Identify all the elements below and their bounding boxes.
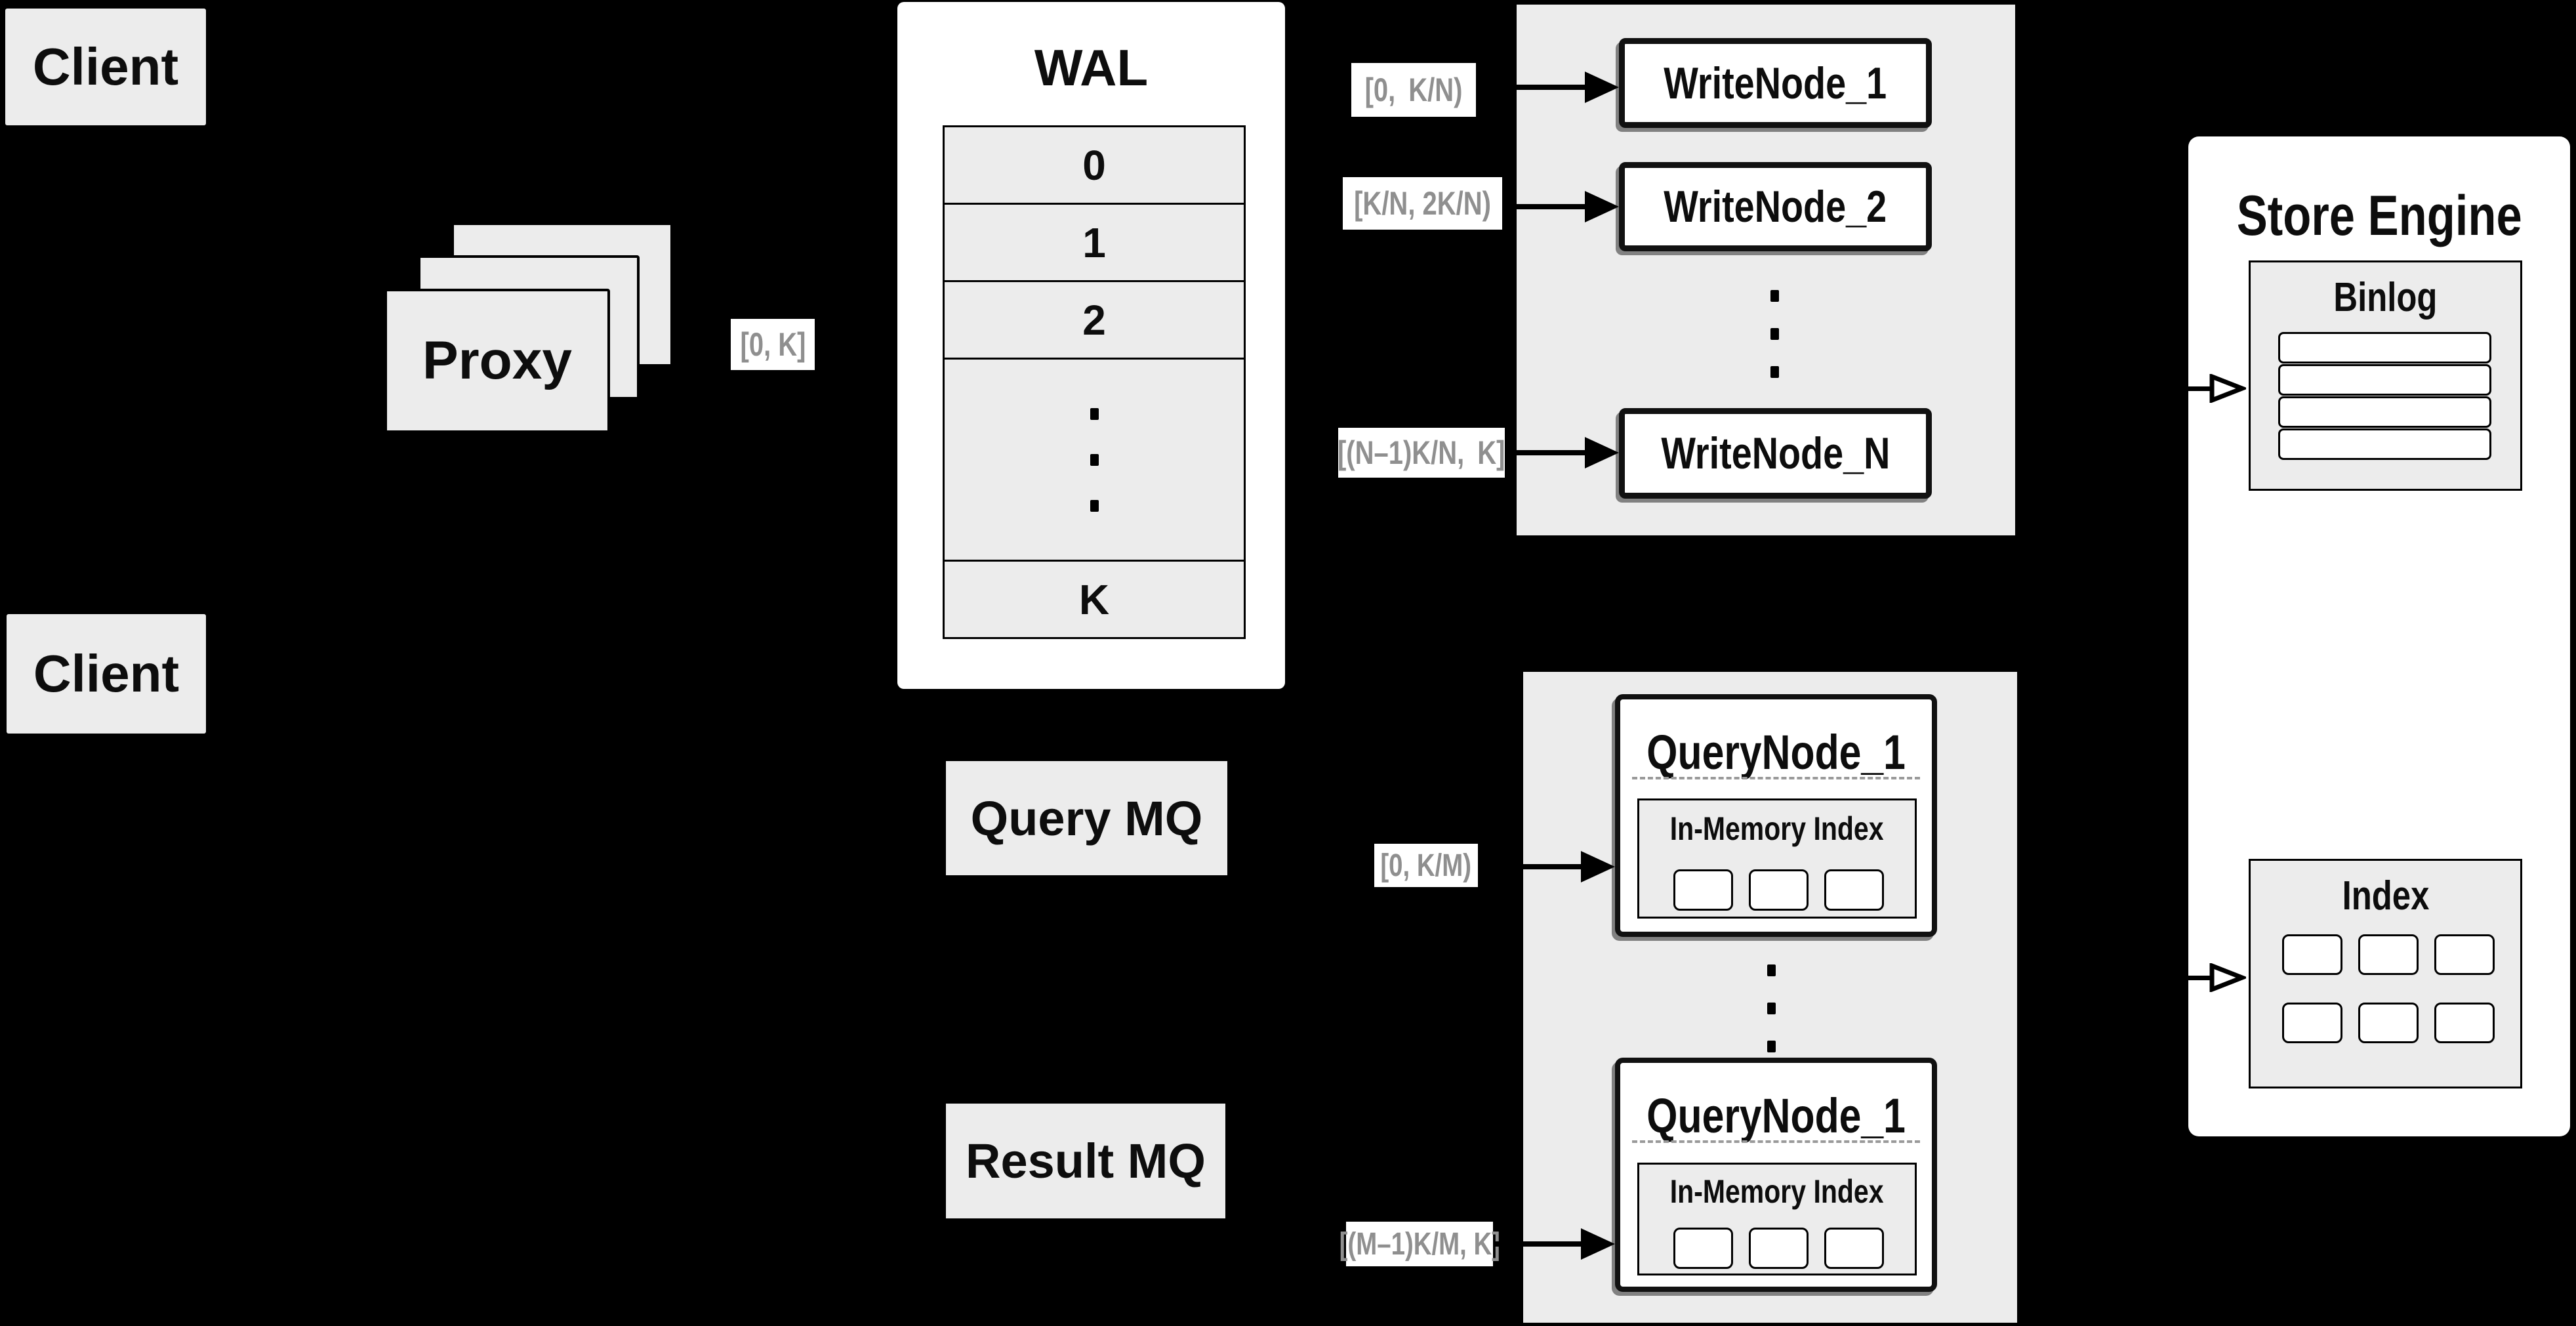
range-chip-write-1-text: [0, K/N) <box>1364 72 1463 108</box>
arrowhead-writenode-n <box>1585 437 1619 468</box>
proxy-box: Proxy <box>384 289 610 433</box>
query-mq-box: Query MQ <box>946 761 1227 875</box>
query-cluster-ellipsis <box>1767 964 1776 1052</box>
binlog-row <box>2278 332 2491 363</box>
arrow-to-writenode-1 <box>1476 85 1587 90</box>
index-cell <box>2358 934 2419 975</box>
range-chip-query-1-text: [0, K/M) <box>1380 848 1472 883</box>
index-box: Index <box>2249 859 2522 1088</box>
range-chip-proxy-wal: [0, K] <box>731 319 815 370</box>
in-memory-index-1-box: In-Memory Index <box>1637 798 1917 919</box>
range-chip-query-m-text: [(M–1)K/M, K] <box>1339 1226 1500 1262</box>
write-node-n-box: WriteNode_N <box>1619 408 1932 499</box>
arrowhead-writenode-2 <box>1585 191 1619 222</box>
client-top-box: Client <box>5 9 206 125</box>
range-chip-write-n: [(N–1)K/N, K] <box>1338 428 1505 478</box>
segment-cell <box>1673 869 1733 911</box>
query-node-1-box: QueryNode_1 In-Memory Index <box>1615 694 1937 937</box>
binlog-row <box>2278 364 2491 396</box>
segment-cell <box>1749 1228 1809 1269</box>
store-engine-box: Store Engine Binlog Index <box>2188 136 2570 1136</box>
index-title: Index <box>2342 873 2429 919</box>
query-node-1-label: QueryNode_1 <box>1646 725 1906 779</box>
query-mq-label: Query MQ <box>970 791 1203 846</box>
result-mq-label: Result MQ <box>966 1134 1206 1188</box>
index-cell <box>2282 1003 2342 1043</box>
binlog-box: Binlog <box>2249 260 2522 491</box>
query-node-2-box: QueryNode_1 In-Memory Index <box>1615 1058 1937 1292</box>
arrow-to-querynode-1 <box>1478 864 1581 869</box>
arrowhead-querynode-1 <box>1581 851 1615 882</box>
wal-row-ellipsis <box>945 358 1244 560</box>
wal-box: WAL 0 1 2 K <box>897 2 1285 689</box>
index-cell <box>2358 1003 2419 1043</box>
wal-row-0: 0 <box>945 127 1244 203</box>
range-chip-write-2: [K/N, 2K/N) <box>1343 177 1502 230</box>
arrow-to-index-line <box>2020 976 2212 980</box>
arrow-to-binlog-line <box>2020 386 2212 391</box>
range-chip-proxy-wal-text: [0, K] <box>740 326 806 363</box>
segment-cell <box>1673 1228 1733 1269</box>
in-memory-index-2-label: In-Memory Index <box>1670 1173 1884 1210</box>
result-mq-box: Result MQ <box>946 1104 1225 1218</box>
arrowhead-writenode-1 <box>1585 72 1619 103</box>
write-cluster-ellipsis <box>1770 290 1779 378</box>
write-node-2-box: WriteNode_2 <box>1619 162 1932 251</box>
proxy-label: Proxy <box>422 331 572 390</box>
arrow-to-writenode-n <box>1505 450 1587 455</box>
index-cell <box>2434 934 2495 975</box>
binlog-title: Binlog <box>2333 275 2438 320</box>
write-node-n-label: WriteNode_N <box>1660 428 1891 478</box>
range-chip-write-n-text: [(N–1)K/N, K] <box>1338 434 1505 471</box>
range-chip-write-2-text: [K/N, 2K/N) <box>1354 185 1491 222</box>
index-cell <box>2434 1003 2495 1043</box>
client-top-label: Client <box>32 37 179 96</box>
query-node-1-divider <box>1632 777 1920 779</box>
binlog-row <box>2278 428 2491 460</box>
index-cell <box>2282 934 2342 975</box>
arrow-to-writenode-2 <box>1502 204 1587 209</box>
query-node-2-divider <box>1632 1140 1920 1143</box>
binlog-row <box>2278 396 2491 428</box>
range-chip-write-1: [0, K/N) <box>1351 63 1476 117</box>
wal-row-k: K <box>945 560 1244 637</box>
segment-cell <box>1824 869 1884 911</box>
write-node-2-label: WriteNode_2 <box>1664 182 1887 232</box>
arrowhead-querynode-2 <box>1581 1228 1615 1260</box>
in-memory-index-1-label: In-Memory Index <box>1670 810 1884 847</box>
in-memory-index-2-box: In-Memory Index <box>1637 1163 1917 1275</box>
arrow-to-querynode-2 <box>1493 1241 1581 1247</box>
segment-cell <box>1824 1228 1884 1269</box>
range-chip-query-m: [(M–1)K/M, K] <box>1339 1222 1500 1266</box>
query-node-2-label: QueryNode_1 <box>1646 1088 1906 1143</box>
client-bottom-label: Client <box>33 644 180 703</box>
write-node-1-label: WriteNode_1 <box>1664 58 1887 108</box>
store-engine-title: Store Engine <box>2236 184 2522 247</box>
wal-log-table: 0 1 2 K <box>943 125 1246 639</box>
open-arrowhead-index-icon <box>2209 963 2246 992</box>
wal-row-2: 2 <box>945 280 1244 358</box>
wal-row-1: 1 <box>945 203 1244 280</box>
write-node-1-box: WriteNode_1 <box>1619 38 1932 128</box>
open-arrowhead-binlog-icon <box>2209 374 2246 403</box>
wal-title: WAL <box>1034 39 1149 96</box>
client-bottom-box: Client <box>7 614 206 734</box>
segment-cell <box>1749 869 1809 911</box>
range-chip-query-1: [0, K/M) <box>1374 844 1478 887</box>
